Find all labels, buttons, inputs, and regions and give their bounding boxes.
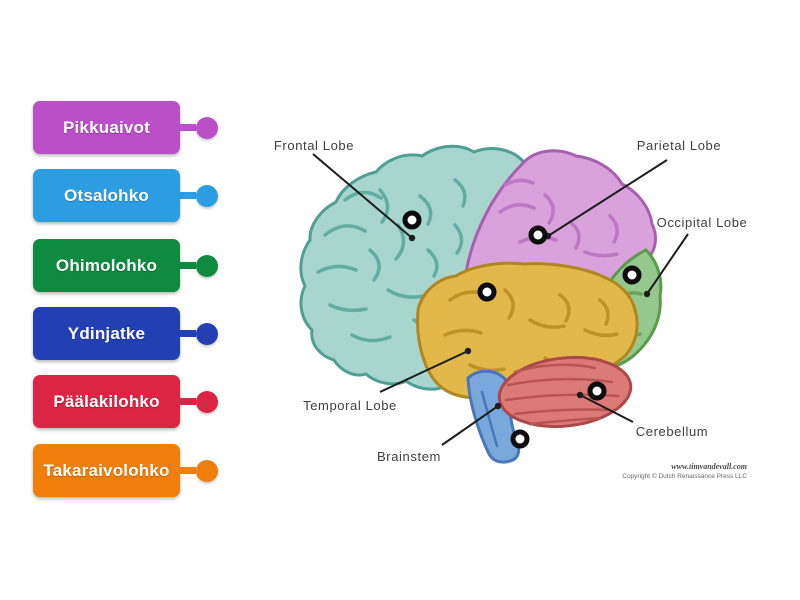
word-tag-ohimolohko[interactable]: Ohimolohko xyxy=(33,239,218,292)
drop-target-frontal[interactable] xyxy=(402,210,422,230)
drop-target-cerebellum[interactable] xyxy=(587,381,607,401)
word-tag-stem xyxy=(180,192,196,199)
word-tag-paalakilohko[interactable]: Päälakilohko xyxy=(33,375,218,428)
label-parietal-lobe: Parietal Lobe xyxy=(637,138,721,153)
word-tag-pikkuaivot[interactable]: Pikkuaivot xyxy=(33,101,218,154)
word-tag-takaraivolohko[interactable]: Takaraivolohko xyxy=(33,444,218,497)
word-tag-knob xyxy=(196,116,218,139)
word-tag-stem xyxy=(180,262,196,269)
word-tag-rect: Päälakilohko xyxy=(33,375,180,428)
drop-target-parietal[interactable] xyxy=(528,225,548,245)
word-tag-stem xyxy=(180,467,196,474)
label-frontal-lobe: Frontal Lobe xyxy=(274,138,354,153)
word-tag-otsalohko[interactable]: Otsalohko xyxy=(33,169,218,222)
word-tag-label: Takaraivolohko xyxy=(43,460,170,480)
label-brainstem: Brainstem xyxy=(377,449,441,464)
word-tag-rect: Takaraivolohko xyxy=(33,444,180,497)
word-tag-stem xyxy=(180,330,196,337)
credit-website: www.timvandevall.com xyxy=(671,462,747,471)
word-tag-label: Päälakilohko xyxy=(53,391,160,411)
region-cerebellum xyxy=(497,355,633,429)
word-tag-label: Otsalohko xyxy=(64,185,149,205)
word-tag-knob xyxy=(196,322,218,345)
label-cerebellum: Cerebellum xyxy=(636,424,708,439)
word-tag-label: Ohimolohko xyxy=(55,255,158,275)
word-tag-rect: Pikkuaivot xyxy=(33,101,180,154)
word-tag-label: Pikkuaivot xyxy=(62,117,151,137)
word-tag-knob xyxy=(196,184,218,207)
drop-target-occipital[interactable] xyxy=(622,265,642,285)
label-temporal-lobe: Temporal Lobe xyxy=(303,398,397,413)
drop-target-brainstem[interactable] xyxy=(510,429,530,449)
word-tag-ydinjatke[interactable]: Ydinjatke xyxy=(33,307,218,360)
word-tag-label: Ydinjatke xyxy=(67,323,146,343)
word-tag-stem xyxy=(180,398,196,405)
word-tag-knob xyxy=(196,390,218,413)
credit-copyright: Copyright © Dutch Renaissance Press LLC xyxy=(622,472,747,480)
annotation-lines xyxy=(312,153,689,446)
drop-target-temporal[interactable] xyxy=(477,282,497,302)
word-tag-knob xyxy=(196,459,218,482)
word-tag-stem xyxy=(180,124,196,131)
word-tag-rect: Otsalohko xyxy=(33,169,180,222)
word-tag-knob xyxy=(196,254,218,277)
word-tag-rect: Ydinjatke xyxy=(33,307,180,360)
region-parietal-lobe xyxy=(464,149,657,286)
label-occipital-lobe: Occipital Lobe xyxy=(657,215,748,230)
word-tag-rect: Ohimolohko xyxy=(33,239,180,292)
